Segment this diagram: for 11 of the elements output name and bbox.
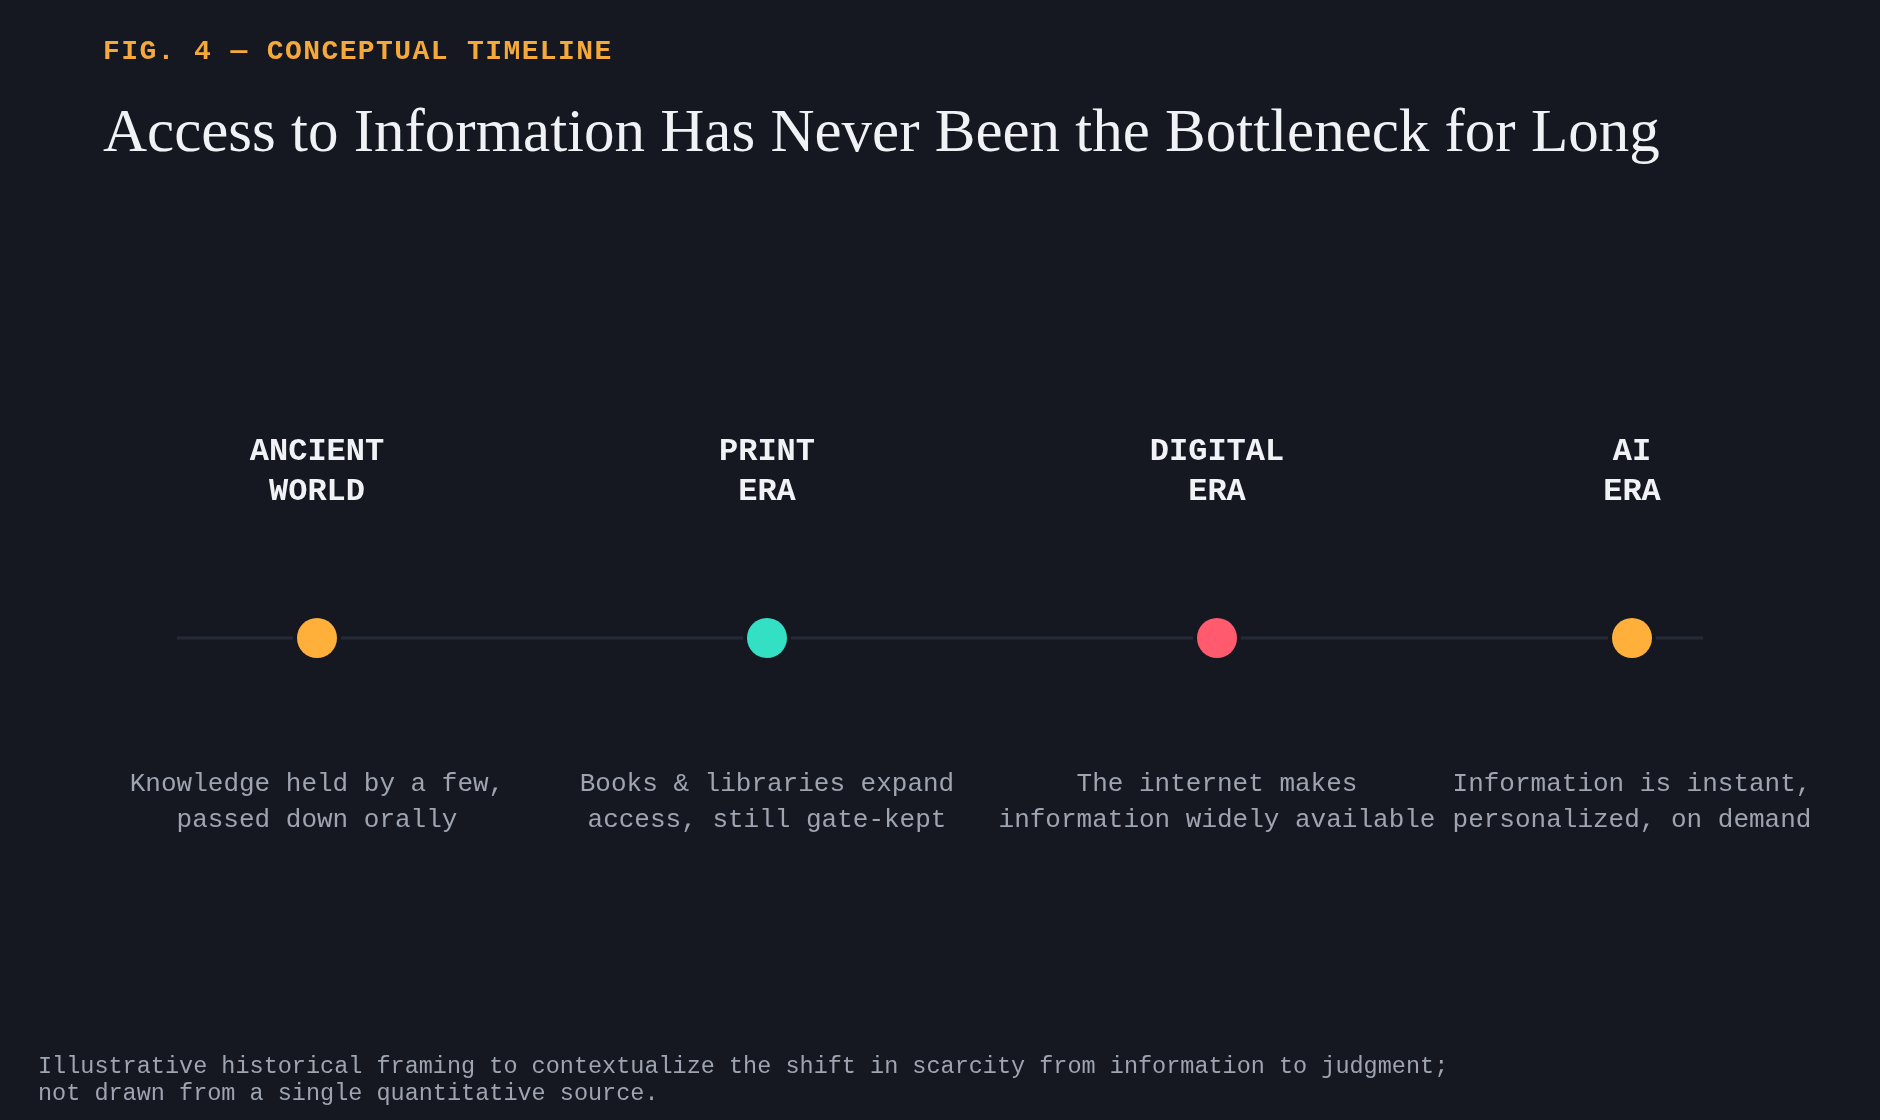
era-heading: ANCIENT WORLD xyxy=(249,432,385,512)
figure-label: FIG. 4 — CONCEPTUAL TIMELINE xyxy=(103,35,613,69)
era-heading: PRINT ERA xyxy=(719,432,815,512)
era-description: Information is instant, personalized, on demand xyxy=(1451,768,1813,837)
era-heading: DIGITAL ERA xyxy=(1149,432,1285,512)
diagram-title: Access to Information Has Never Been the Bottleneck for Long xyxy=(103,96,1660,166)
era-heading: AI ERA xyxy=(1603,432,1661,512)
footnote: Illustrative historical framing to contextualize the shift in scarcity from information to judgment; not drawn from a single quantitative source. xyxy=(38,1053,1450,1107)
era-description: Books & libraries expand access, still gate-kept xyxy=(578,768,956,837)
era-description: The internet makes information widely available xyxy=(997,768,1437,837)
era-description: Knowledge held by a few, passed down orally xyxy=(128,768,506,837)
